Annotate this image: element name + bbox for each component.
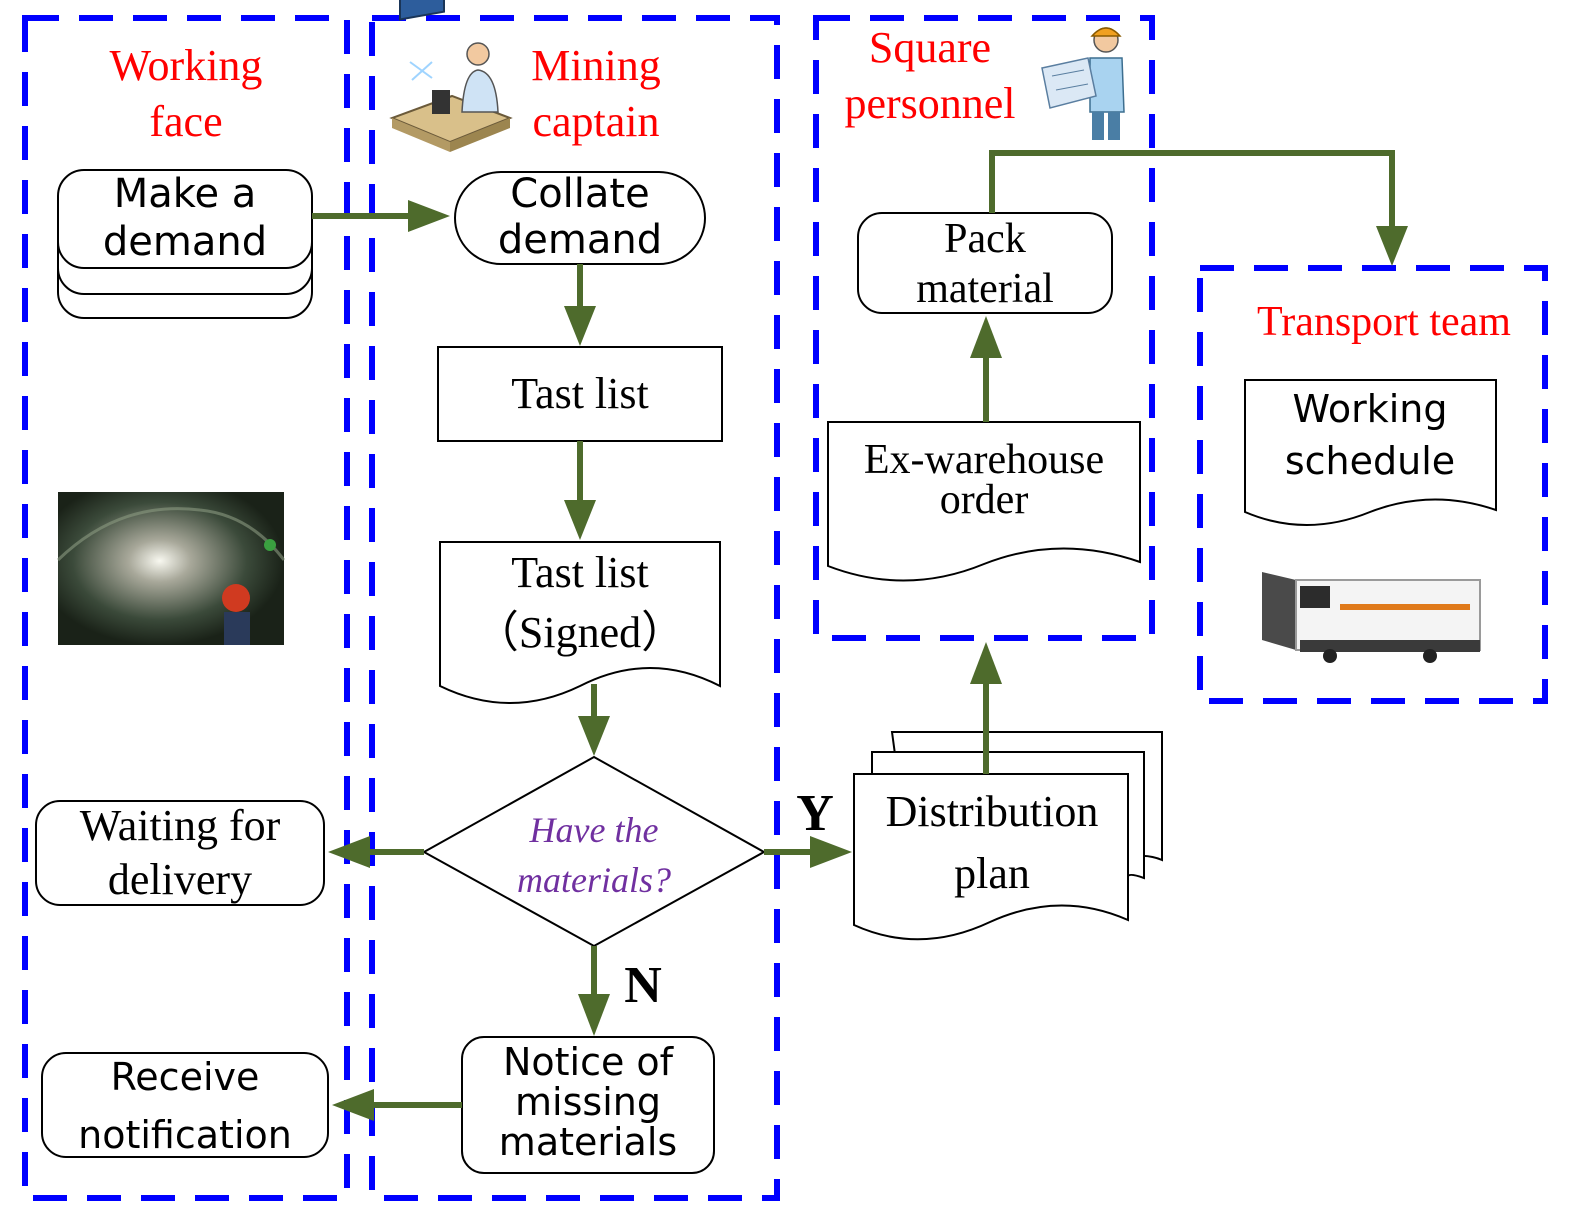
- connector-signed-to-decision: [578, 684, 610, 756]
- connector-decision-to-waiting: [328, 836, 424, 868]
- connector-decision-to-notice: [578, 946, 610, 1036]
- captain-desk-icon: [389, 0, 513, 152]
- connector-pack-to-transport: [989, 150, 1408, 266]
- lane-title-transport-team: Transport team: [1257, 299, 1511, 345]
- connector-distribution-to-square: [970, 642, 1002, 774]
- connector-make-to-collate: [312, 200, 450, 232]
- connector-tasklist-to-signed: [564, 441, 596, 540]
- task-list-signed-label: Tast list（Signed）: [475, 548, 685, 657]
- worker-blueprint-icon: [1041, 27, 1125, 140]
- lane-transport-team: [1197, 265, 1548, 704]
- locomotive-image: [1262, 572, 1481, 663]
- lane-mining-captain: [369, 15, 780, 1201]
- connector-notice-to-receive: [332, 1089, 462, 1121]
- node-task-list-signed: Tast list（Signed）: [439, 541, 721, 704]
- node-task-list: Tast list: [437, 346, 723, 442]
- connector-order-to-pack: [970, 316, 1002, 422]
- branch-label-yes: Y: [796, 785, 834, 842]
- connector-collate-to-tasklist: [564, 264, 596, 346]
- branch-label-no: N: [624, 957, 662, 1014]
- connector-decision-to-distribution: [764, 836, 852, 868]
- lane-square-personnel: [813, 15, 1155, 641]
- task-list-label: Tast list: [511, 369, 648, 418]
- mine-tunnel-photo: [56, 492, 286, 645]
